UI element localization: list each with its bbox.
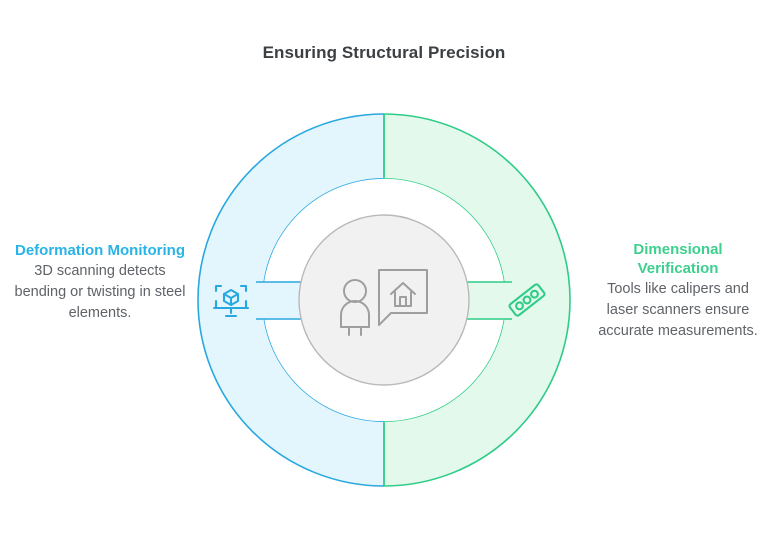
- segment-left-heading: Deformation Monitoring: [15, 242, 185, 259]
- person-house-speech-bubble-icon: [335, 265, 433, 337]
- monitor-cube-icon: [208, 277, 254, 323]
- page-title: Ensuring Structural Precision: [262, 43, 506, 62]
- segment-right-heading: Dimensional Verification: [633, 241, 723, 277]
- segment-left-body: 3D scanning detects bending or twisting …: [14, 263, 186, 321]
- ring-diagram: [196, 112, 572, 489]
- ring-gap-edges: [256, 281, 512, 320]
- segment-left-text: Deformation Monitoring 3D scanning detec…: [10, 241, 190, 324]
- caliper-scale-icon: [504, 277, 550, 323]
- segment-right-text: Dimensional Verification Tools like cali…: [592, 240, 764, 342]
- center-circle: [298, 214, 470, 386]
- segment-right-body: Tools like calipers and laser scanners e…: [598, 281, 758, 339]
